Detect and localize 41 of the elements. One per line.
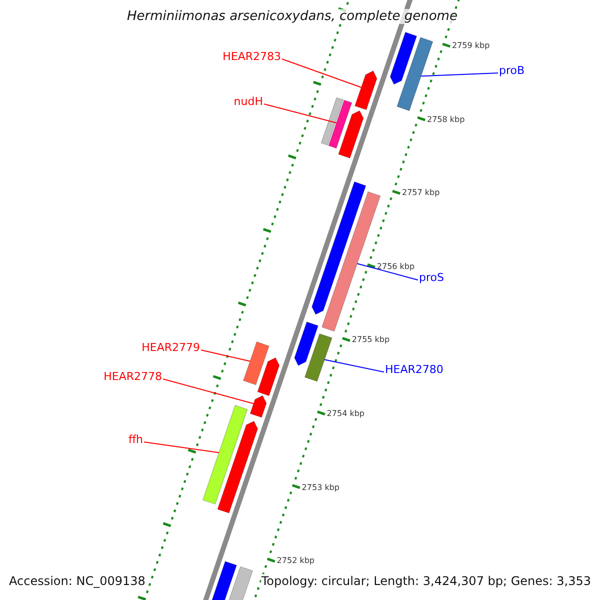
footer-text: Topology: circular; Length: 3,424,307 bp; Genes: 3,353: [261, 574, 591, 588]
tick-label: 2758 kbp: [427, 114, 465, 124]
leader-line: [324, 359, 384, 372]
leader-line: [264, 104, 337, 124]
gene-block: [354, 70, 378, 110]
footer-text: Accession: NC_009138: [9, 574, 146, 588]
tick-label: 2756 kbp: [376, 262, 415, 271]
gene-block: [312, 181, 366, 315]
gene-block: [243, 341, 270, 386]
tick-label: 2755 kbp: [352, 335, 390, 344]
gene-label: HEAR2783: [222, 50, 281, 63]
leader-line: [282, 58, 362, 88]
leader-line: [420, 72, 498, 77]
gene-block: [217, 420, 258, 514]
tick-label: 2754 kbp: [326, 408, 364, 418]
gene-label: proB: [499, 64, 525, 77]
gene-block: [328, 100, 352, 149]
gene-block: [202, 404, 248, 504]
gene-label: HEAR2778: [104, 370, 162, 383]
gene-block: [390, 32, 418, 85]
tick-label: 2759 kbp: [452, 41, 490, 50]
gene-block: [396, 37, 434, 112]
gene-label: nudH: [234, 95, 263, 108]
gene-block: [257, 357, 280, 396]
gene-block: [250, 395, 267, 418]
gene-label: HEAR2779: [142, 341, 200, 354]
leader-line: [200, 350, 251, 362]
gene-block: [294, 322, 318, 366]
gene-block: [338, 110, 364, 158]
tick-label: 2752 kbp: [276, 556, 314, 565]
gene-label: HEAR2780: [385, 363, 444, 376]
tick-label: 2757 kbp: [402, 188, 440, 198]
leader-line: [162, 378, 254, 404]
leader-line: [144, 442, 220, 454]
gene-block: [304, 333, 332, 382]
tick-label: 2753 kbp: [302, 482, 340, 492]
gene-block: [320, 97, 344, 146]
title: Herminiimonas arsenicoxydans, complete genome: [127, 9, 458, 24]
gene-label: ffh: [128, 433, 143, 446]
gene-label: proS: [419, 271, 444, 284]
leader-line: [356, 263, 418, 280]
